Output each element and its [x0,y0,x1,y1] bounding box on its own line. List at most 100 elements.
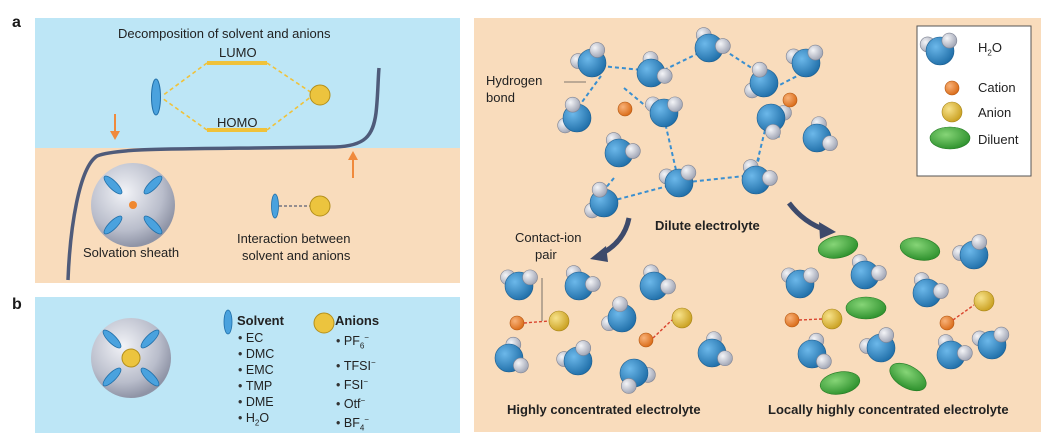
water-hydrogen-icon [680,164,697,181]
anion-item: FSI− [336,374,376,393]
anion-icon [671,307,693,329]
panel-a-diagram [35,18,460,283]
sheath-solvent-icons [103,175,163,235]
interaction-label-line2: solvent and anions [242,248,351,263]
water-hydrogen-icon [660,278,676,295]
hydrogen-bond-line [723,49,765,77]
interaction-anion-icon [309,195,331,217]
water-hydrogen-icon [612,296,628,312]
water-hydrogen-icon [620,378,637,394]
solvation-sheath-label: Solvation sheath [83,245,180,260]
water-hydrogen-icon [933,283,949,299]
hce-label: Highly concentrated electrolyte [507,402,701,417]
hydrogen-bond-line [598,177,615,197]
contact-ion-label-line1: Contact-ion [515,230,582,245]
diluent-icon [929,126,971,150]
water-hydrogen-icon [993,326,1010,343]
hydrogen-bond-label-line2: bond [486,90,515,105]
oxidation-arrow-icon [348,151,358,178]
anion-icon [821,308,843,330]
water-hydrogen-icon [803,267,819,284]
lhce-label: Locally highly concentrated electrolyte [768,402,1009,417]
cation-icon [509,315,525,331]
ion-pair-bond-line [652,319,673,339]
water-hydrogen-icon [957,345,973,361]
dilute-electrolyte-label: Dilute electrolyte [655,218,760,233]
ion-pair-bond-line [952,304,975,321]
cation-icon [638,332,654,348]
solvent-item-water: H2O [238,410,274,432]
water-hydrogen-icon [656,68,673,84]
anion-item: TFSI− [336,355,376,374]
water-hydrogen-icon [762,170,778,186]
legend-cation-label: Cation [978,80,1016,95]
solvent-list: EC DMC EMC TMP DME H2O [238,330,274,432]
panel-b-solvent-icons [102,329,160,387]
hydrogen-bond-line [678,174,755,184]
panel-a-letter: a [12,14,21,31]
solvent-item: DMC [238,346,274,362]
orbital-dashed-lines [161,62,313,131]
legend-water-label: H2O [978,40,1002,58]
solvent-heading: Solvent [237,313,284,328]
water-hydrogen-icon [591,181,608,198]
solvent-molecule-icon [151,78,161,116]
sheath-cation-icon [129,201,137,209]
stability-window-curve [66,67,381,281]
anion-icon [309,84,331,106]
solvent-item: DME [238,394,274,410]
water-hydrogen-icon [667,96,683,113]
diluent-icon [845,296,887,320]
solvent-legend-icon [223,309,233,335]
water-hydrogen-icon [871,265,887,281]
solvent-item: TMP [238,378,274,394]
anion-legend-icon [313,312,335,334]
panel-a-title: Decomposition of solvent and anions [118,26,331,41]
water-hydrogen-icon [807,44,824,61]
anion-icon [941,101,963,123]
hydrogen-bond-label-line1: Hydrogen [486,73,543,88]
water-hydrogen-icon [822,135,838,152]
panel-b-anion-center [121,348,141,368]
cation-icon [939,315,955,331]
ion-pair-bond-line [798,318,823,321]
legend-anion-label: Anion [978,105,1012,120]
water-hydrogen-icon [589,42,606,58]
cation-icon [782,92,798,108]
water-hydrogen-icon [717,350,733,367]
cation-icon [944,80,960,96]
water-hydrogen-icon [765,124,781,140]
arrow-to-hce-icon [590,217,632,262]
water-hydrogen-icon [971,234,988,250]
water-hydrogen-icon [522,269,538,286]
water-hydrogen-icon [751,61,768,78]
anion-item: PF6− [336,330,376,355]
solvent-item: EC [238,330,274,346]
water-hydrogen-icon [941,32,958,49]
water-hydrogen-icon [564,96,581,113]
arrow-to-lhce-icon [787,201,836,239]
water-hydrogen-icon [575,340,592,356]
anion-icon [548,310,570,332]
lumo-label: LUMO [219,45,257,60]
interaction-label-line1: Interaction between [237,231,351,246]
ion-pair-bond-line [523,320,550,324]
diluent-icon [899,237,941,261]
cation-icon [617,101,633,117]
contact-ion-label-line2: pair [535,247,557,262]
water-hydrogen-icon [585,276,601,292]
anion-item: Otf− [336,393,376,412]
diluent-icon [817,235,859,259]
panel-b-letter: b [12,296,22,313]
legend-diluent-label: Diluent [978,132,1019,147]
homo-label: HOMO [217,115,258,130]
panel-a-top-band [35,18,460,148]
cation-icon [784,312,800,328]
water-hydrogen-icon [625,143,641,159]
water-hydrogen-icon [715,38,731,54]
interaction-solvent-icon [271,193,279,219]
water-hydrogen-icon [816,353,832,370]
panel-c-diagram [474,18,1041,432]
anion-list: PF6− TFSI− FSI− Otf− BF4− [336,330,376,437]
anion-icon [973,290,995,312]
